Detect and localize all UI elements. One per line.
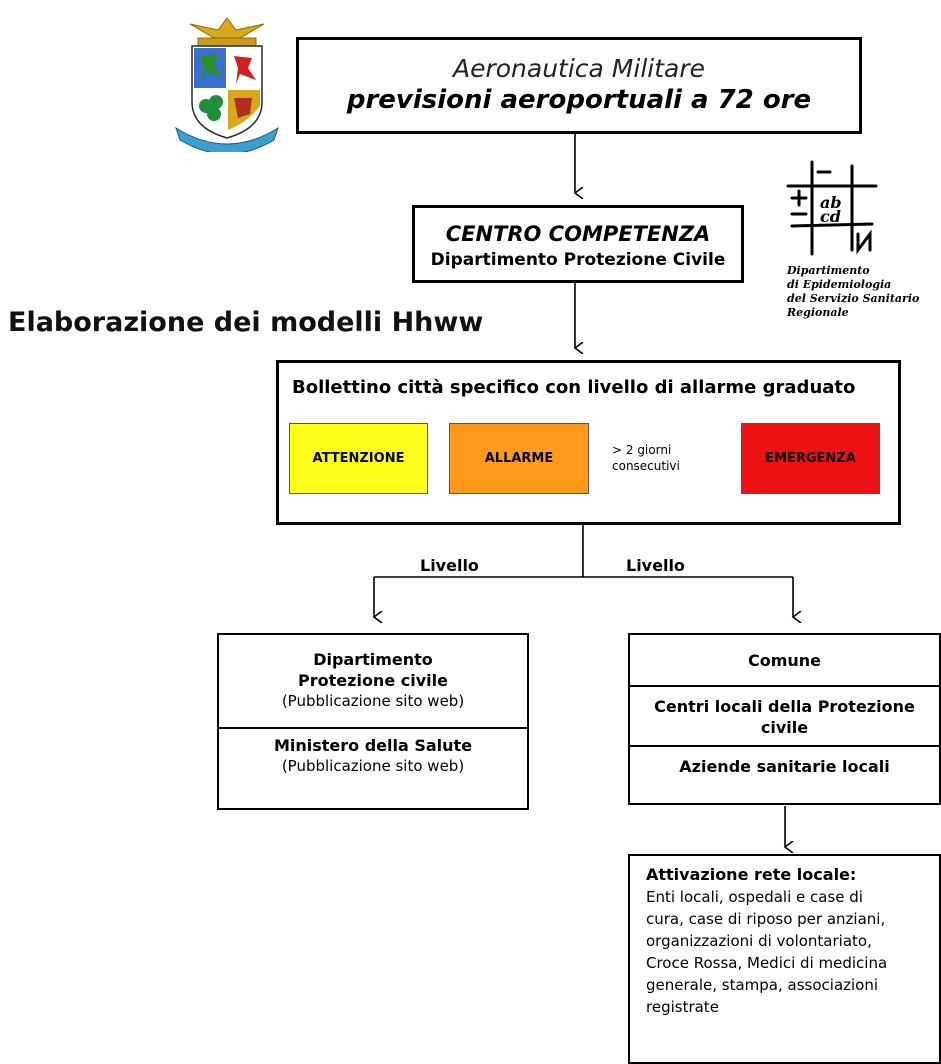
header-line1: Aeronautica Militare — [452, 54, 705, 83]
centri-label-line2: civile — [760, 718, 809, 737]
escalation-note-line1: > 2 giorni — [612, 443, 672, 457]
epidemiology-logo: ab cd — [782, 158, 882, 258]
network-line: organizzazioni di volontariato, — [646, 932, 872, 950]
network-line: generale, stampa, associazioni — [646, 976, 879, 994]
ministry-note: (Pubblicazione sito web) — [281, 757, 465, 775]
epidemiology-caption-line: del Servizio Sanitario — [787, 292, 920, 305]
header-box: Aeronautica Militare previsioni aeroport… — [296, 37, 862, 134]
network-line: Enti locali, ospedali e case di — [646, 888, 863, 906]
level-attenzione-label: ATTENZIONE — [312, 451, 405, 466]
level-attenzione: ATTENZIONE — [289, 423, 428, 494]
network-line: Croce Rossa, Medici di medicina — [646, 954, 888, 972]
branch-label-right: Livello — [626, 556, 685, 575]
network-line: cura, case di riposo per anziani, — [646, 910, 886, 928]
network-box: Attivazione rete locale: Enti locali, os… — [628, 854, 941, 1064]
escalation-note: > 2 giorni consecutivi — [612, 442, 680, 474]
asl-section: Aziende sanitarie locali — [630, 747, 939, 776]
network-title: Attivazione rete locale: — [646, 865, 857, 884]
epidemiology-caption: Dipartimento di Epidemiologia del Serviz… — [787, 264, 937, 320]
aeronautica-crest-logo — [168, 10, 286, 155]
comune-label: Comune — [747, 651, 822, 670]
bulletin-title: Bollettino città specifico con livello d… — [292, 377, 856, 398]
local-box: Comune Centri locali della Protezione ci… — [628, 633, 941, 805]
dpc-section: Dipartimento Protezione civile (Pubblica… — [219, 635, 527, 729]
epidemiology-caption-line: Dipartimento — [787, 264, 870, 277]
level-allarme-label: ALLARME — [484, 451, 554, 466]
section-title: Elaborazione dei modelli Hhww — [8, 307, 484, 338]
competence-center-subtitle: Dipartimento Protezione Civile — [430, 250, 726, 270]
competence-center-title: CENTRO COMPETENZA — [445, 222, 711, 246]
network-line: registrate — [646, 998, 719, 1016]
epidemiology-mark-icon: ab cd — [786, 160, 878, 256]
level-allarme: ALLARME — [449, 423, 589, 494]
centri-section: Centri locali della Protezione civile — [630, 687, 939, 747]
national-box: Dipartimento Protezione civile (Pubblica… — [217, 633, 529, 810]
header-line2: previsioni aeroportuali a 72 ore — [346, 85, 812, 115]
ministry-title: Ministero della Salute — [273, 736, 473, 755]
dpc-title-line1: Dipartimento — [313, 650, 433, 669]
epidemiology-caption-line: di Epidemiologia — [787, 278, 892, 291]
centri-label-line1: Centri locali della Protezione — [654, 697, 915, 716]
competence-center-box: CENTRO COMPETENZA Dipartimento Protezion… — [412, 205, 744, 283]
epidemiology-caption-line: Regionale — [787, 306, 849, 319]
svg-text:cd: cd — [820, 207, 841, 226]
network-body: Enti locali, ospedali e case di cura, ca… — [646, 886, 931, 1018]
dpc-note: (Pubblicazione sito web) — [281, 692, 465, 710]
ministry-section: Ministero della Salute (Pubblicazione si… — [219, 729, 527, 777]
dpc-title-line2: Protezione civile — [298, 671, 448, 690]
level-emergenza-label: EMERGENZA — [765, 451, 856, 466]
comune-section: Comune — [630, 635, 939, 687]
level-emergenza: EMERGENZA — [741, 423, 880, 494]
svg-text:ab: ab — [820, 193, 842, 212]
asl-label: Aziende sanitarie locali — [679, 757, 890, 776]
escalation-note-line2: consecutivi — [612, 459, 680, 473]
branch-label-left: Livello — [420, 556, 479, 575]
